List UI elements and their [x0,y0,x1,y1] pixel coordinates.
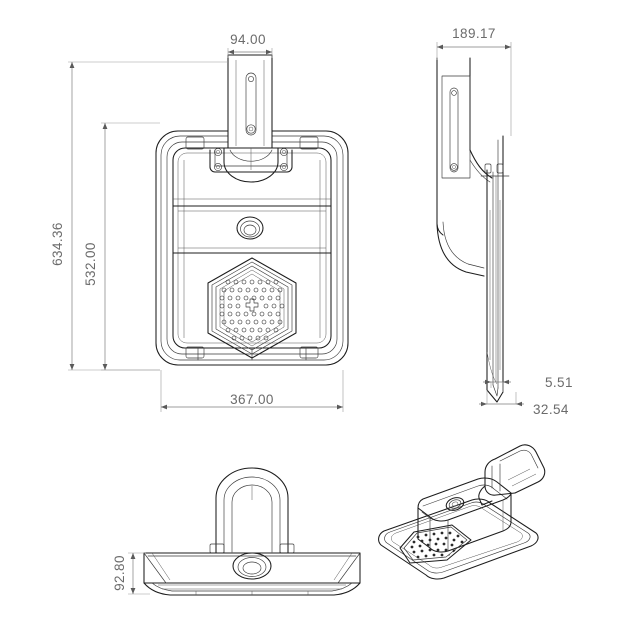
grille-perforations [219,279,285,341]
dimension-label-width-top: 94.00 [230,32,266,47]
dimension-labels: 94.00 634.36 532.00 367.00 189.17 5.51 3… [50,26,573,591]
side-view-geometry [436,57,510,403]
bottom-view-geometry [143,467,361,596]
dimension-label-width-body: 367.00 [230,392,274,407]
dimension-label-depth-edge: 5.51 [545,375,573,390]
dimension-label-depth-total: 189.17 [452,26,496,41]
bottom-view-dimensions [128,552,150,595]
front-view-geometry [155,54,349,366]
front-view-dimensions [68,48,344,412]
dimension-label-height-side: 92.80 [112,555,127,591]
isometric-view-geometry [378,444,546,580]
side-view-dimensions [436,42,524,407]
dimension-label-height-total: 634.36 [50,222,65,266]
dimension-label-depth-base: 32.54 [533,402,569,417]
dimension-label-height-body: 532.00 [83,242,98,286]
